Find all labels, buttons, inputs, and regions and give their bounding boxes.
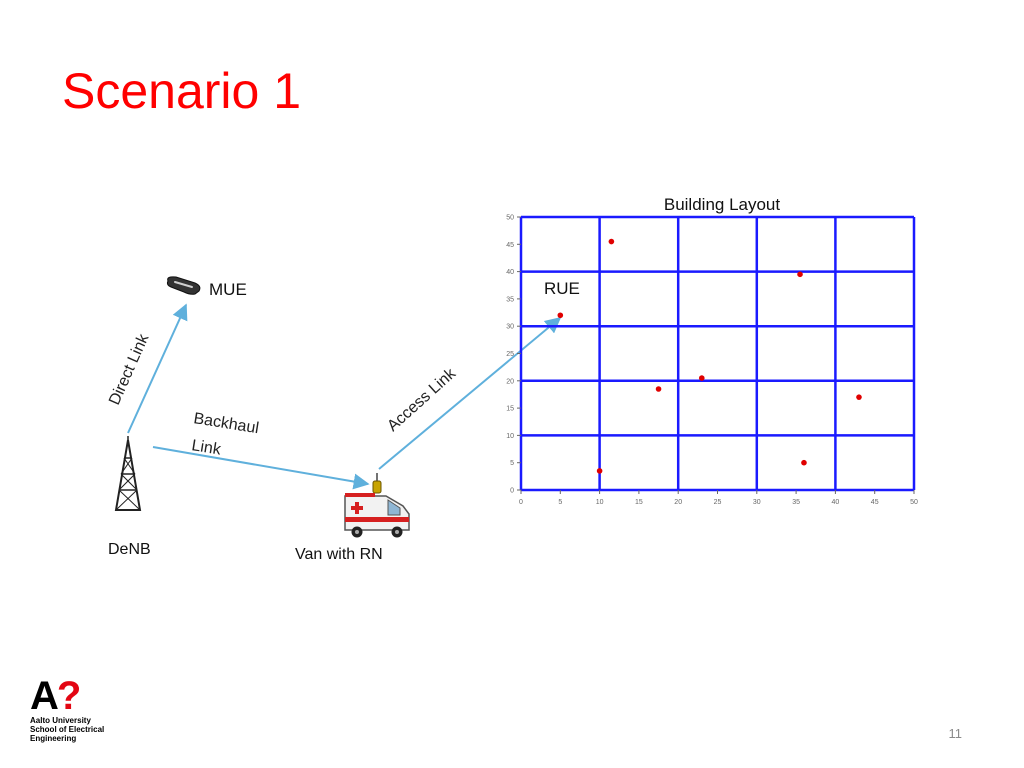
logo-line-department: Engineering <box>30 734 77 743</box>
x-tick-label: 0 <box>519 499 523 506</box>
y-tick-label: 30 <box>506 324 514 331</box>
slide-title: Scenario 1 <box>62 63 302 119</box>
ue-location-point <box>856 394 862 400</box>
logo-line-school: School of Electrical <box>30 725 105 734</box>
logo-mark: A? <box>30 674 81 718</box>
denb-label: DeNB <box>108 541 151 558</box>
y-tick-label: 5 <box>510 460 514 467</box>
y-tick-label: 0 <box>510 488 514 495</box>
ambulance-van-icon <box>344 473 410 538</box>
mue-label: MUE <box>209 280 247 299</box>
y-tick-label: 20 <box>506 378 514 385</box>
y-tick-label: 40 <box>506 269 514 276</box>
x-tick-label: 45 <box>871 499 879 506</box>
direct-link-arrow <box>127 303 188 434</box>
backhaul-link-label-line2: Link <box>190 437 223 459</box>
aalto-logo: A? Aalto University School of Electrical… <box>30 674 140 743</box>
building-layout-chart: Building Layout 0 5 10 15 20 25 30 35 40 45 50 0 5 10… <box>506 195 918 506</box>
x-tick-label: 25 <box>714 499 722 506</box>
x-tick-label: 35 <box>792 499 800 506</box>
ue-location-point <box>797 271 803 278</box>
y-tick-label: 50 <box>506 215 514 222</box>
x-tick-label: 10 <box>596 499 604 506</box>
chart-title: Building Layout <box>664 195 781 214</box>
access-link-arrow <box>378 316 562 470</box>
ue-location-point <box>557 312 564 319</box>
x-tick-label: 20 <box>674 499 682 506</box>
ue-location-point <box>801 459 807 466</box>
logo-line-university: Aalto University <box>30 716 91 725</box>
x-tick-label: 15 <box>635 499 643 506</box>
y-tick-label: 25 <box>506 351 514 358</box>
y-tick-label: 45 <box>506 242 514 249</box>
y-tick-label: 35 <box>506 296 514 303</box>
ue-location-point <box>698 375 705 381</box>
backhaul-link-arrow <box>152 446 370 490</box>
ue-location-point <box>655 386 662 392</box>
y-tick-label: 10 <box>506 433 514 440</box>
x-tick-label: 30 <box>753 499 761 506</box>
mobile-phone-icon <box>166 276 201 295</box>
backhaul-link-label-line1: Backhaul <box>192 410 260 437</box>
rue-label: RUE <box>544 279 580 298</box>
page-number: 11 <box>948 726 963 741</box>
x-tick-label: 5 <box>558 499 562 506</box>
cell-tower-icon <box>114 436 142 511</box>
y-tick-label: 15 <box>506 406 514 413</box>
van-label: Van with RN <box>295 546 383 563</box>
ue-location-point <box>596 468 603 474</box>
access-link-label: Access Link <box>384 365 460 435</box>
x-tick-label: 40 <box>832 499 840 506</box>
ue-location-point <box>608 238 615 245</box>
x-tick-label: 50 <box>910 499 918 506</box>
